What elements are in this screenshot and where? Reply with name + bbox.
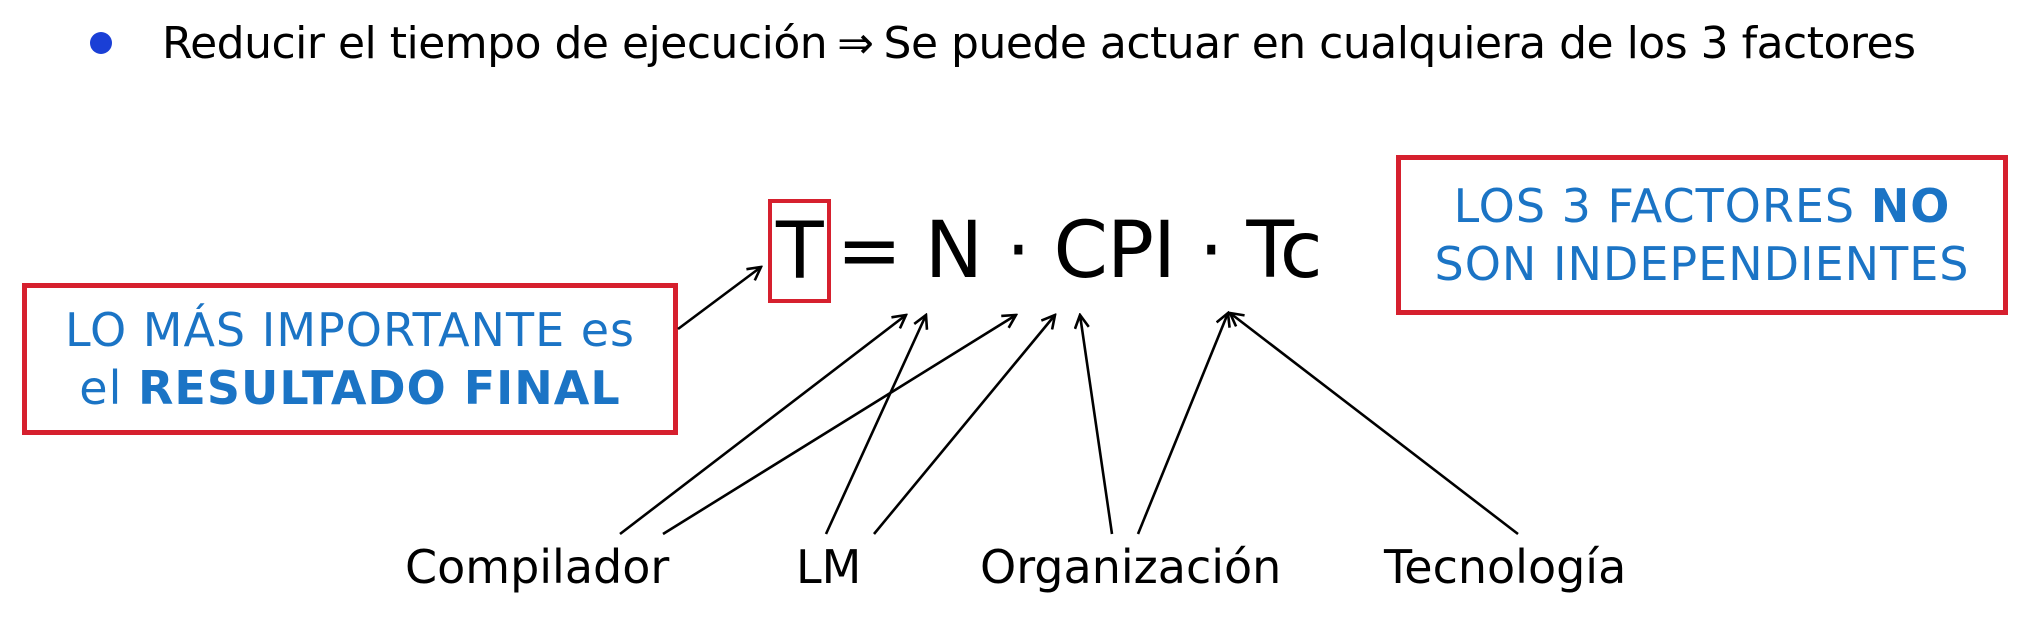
bullet-point: Reducir el tiempo de ejecución ⇒ Se pued… <box>90 8 1916 78</box>
arrow-lm-to-N <box>824 315 926 535</box>
arrow-box-to-T <box>677 267 761 331</box>
arrow-tecnologia-to-Tc <box>1230 313 1519 536</box>
arrow-compilador-to-CPI <box>662 315 1016 536</box>
arrow-organizacion-to-Tc <box>1136 313 1228 535</box>
bullet-text-right: Se puede actuar en cualquiera de los 3 f… <box>883 17 1917 69</box>
note-not-independent-bold: NO <box>1870 179 1951 233</box>
factor-organizacion: Organización <box>980 540 1282 594</box>
formula-result-term: T <box>768 199 831 303</box>
note-final-result-prefix: el <box>79 361 138 415</box>
arrow-compilador-to-N <box>619 315 906 536</box>
note-not-independent: LOS 3 FACTORES NO SON INDEPENDIENTES <box>1396 155 2008 315</box>
formula-factors: = N · CPI · Tc <box>836 206 1323 296</box>
note-final-result-bold: RESULTADO FINAL <box>138 361 621 415</box>
arrow-organizacion-to-CPI <box>1080 315 1114 535</box>
factor-tecnologia: Tecnología <box>1384 540 1627 594</box>
factor-compilador: Compilador <box>405 540 670 594</box>
execution-time-formula: T = N · CPI · Tc <box>768 199 1323 303</box>
note-not-independent-line1: LOS 3 FACTORES NO <box>1401 177 2003 235</box>
implies-arrow-icon: ⇒ <box>837 17 874 69</box>
note-not-independent-prefix: LOS 3 FACTORES <box>1453 179 1871 233</box>
factor-lm: LM <box>796 540 862 594</box>
note-final-result: LO MÁS IMPORTANTE es el RESULTADO FINAL <box>22 283 678 435</box>
bullet-text-left: Reducir el tiempo de ejecución <box>162 17 828 69</box>
note-final-result-line1: LO MÁS IMPORTANTE es <box>64 303 636 357</box>
arrow-lm-to-CPI <box>872 315 1055 535</box>
note-not-independent-line2: SON INDEPENDIENTES <box>1434 237 1970 291</box>
note-final-result-line2: el RESULTADO FINAL <box>27 359 673 417</box>
bullet-dot-icon <box>90 32 112 54</box>
